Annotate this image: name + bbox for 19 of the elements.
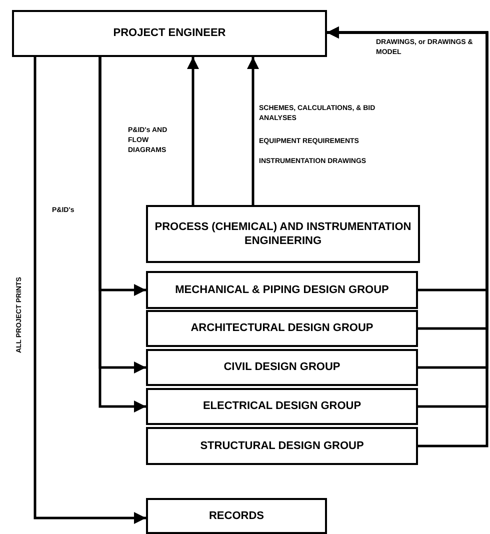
- box-label: ELECTRICAL DESIGN GROUP: [202, 399, 362, 414]
- process-box: [146, 349, 418, 386]
- box-label: MECHANICAL & PIPING DESIGN GROUP: [174, 282, 390, 298]
- process-box: [146, 498, 327, 534]
- box-label: PROJECT ENGINEER: [112, 26, 227, 41]
- process-box: [146, 388, 418, 425]
- arrow: [187, 57, 199, 205]
- box-label: STRUCTURAL DESIGN GROUP: [199, 438, 365, 454]
- process-box: [146, 427, 418, 465]
- process-box: [146, 271, 418, 309]
- process-box: [12, 10, 327, 57]
- process-box: [146, 205, 420, 263]
- box-label: ARCHITECTURAL DESIGN GROUP: [190, 321, 374, 336]
- arrow: [247, 57, 259, 205]
- box-label: RECORDS: [208, 508, 265, 524]
- box-label: CIVIL DESIGN GROUP: [222, 360, 342, 375]
- process-box: [146, 310, 418, 347]
- box-label: PROCESS (CHEMICAL) AND INSTRUMENTATION ENGINEERING: [154, 220, 412, 248]
- arrow: [34, 57, 146, 524]
